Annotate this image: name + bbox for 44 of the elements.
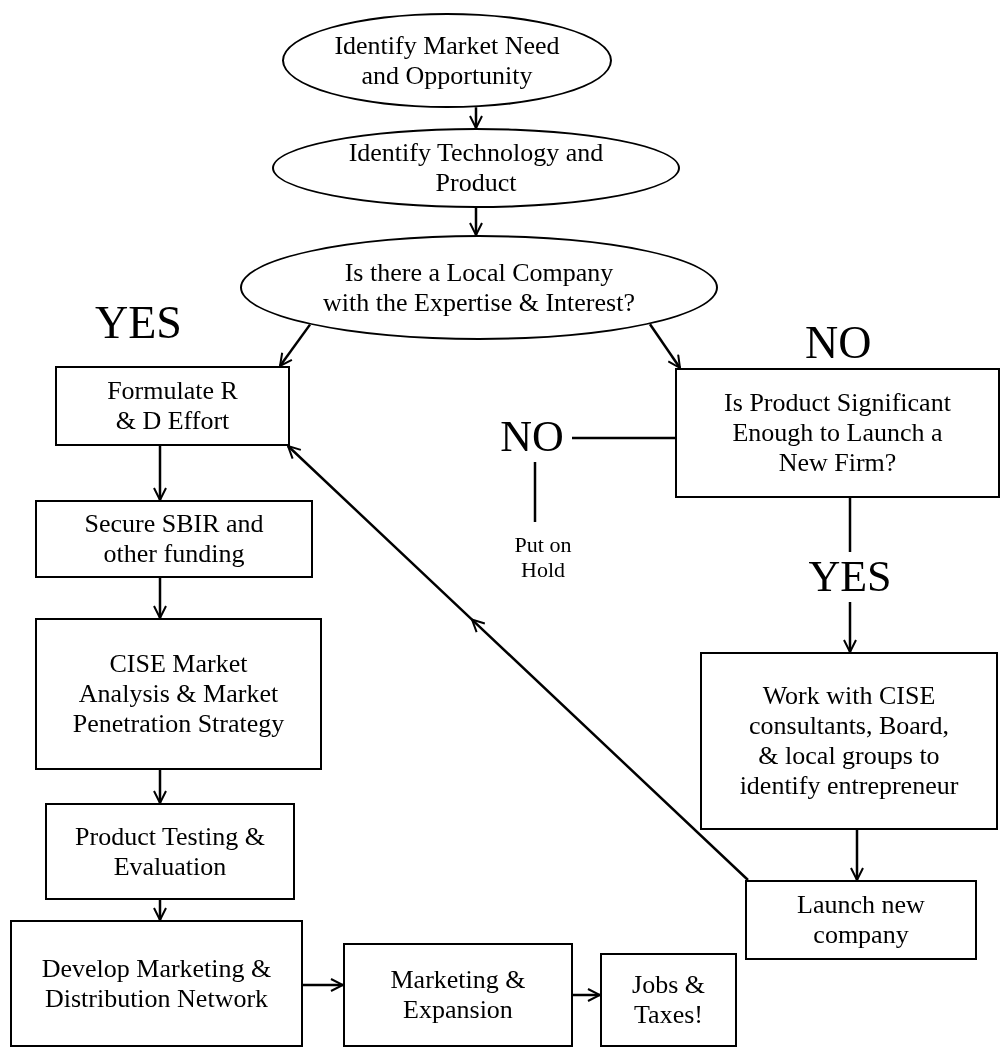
node-text: Is Product Significant Enough to Launch a New Firm? — [723, 388, 952, 478]
arrow — [279, 323, 311, 367]
arrow — [850, 830, 864, 881]
arrow — [153, 578, 167, 619]
arrow — [153, 770, 167, 804]
process-box — [10, 920, 303, 1047]
connector-line — [848, 498, 852, 552]
node-text: CISE Market Analysis & Market Penetration Strategy — [71, 649, 286, 739]
branch-label: NO — [492, 412, 572, 462]
process-box — [35, 618, 322, 770]
node-text: Work with CISE consultants, Board, & local groups to identify entrepreneur — [738, 681, 960, 801]
connector-line — [572, 436, 675, 440]
node-text: Identify Technology and Product — [347, 138, 605, 198]
process-box — [745, 880, 977, 960]
process-box — [700, 652, 998, 830]
arrow — [469, 107, 483, 129]
arrow — [843, 602, 857, 653]
arrow — [469, 208, 483, 236]
process-box — [343, 943, 573, 1047]
node-text: Develop Marketing & Distribution Network — [40, 953, 273, 1014]
process-box — [600, 953, 737, 1047]
arrow — [153, 446, 167, 501]
branch-label: YES — [95, 300, 182, 346]
branch-label: Put on Hold — [498, 522, 588, 592]
node-text: Launch new company — [796, 890, 926, 950]
node-text: Is there a Local Company with the Expertise & Interest? — [322, 257, 636, 318]
arrow — [573, 988, 601, 1002]
arrow — [153, 900, 167, 921]
node-text: Secure SBIR and other funding — [83, 509, 265, 569]
arrow — [303, 978, 344, 992]
arrow — [648, 323, 682, 369]
branch-label: YES — [800, 552, 900, 602]
process-box — [675, 368, 1000, 498]
node-text: Jobs & Taxes! — [631, 970, 706, 1030]
process-box — [45, 803, 295, 900]
branch-label: NO — [805, 320, 872, 366]
node-text: Marketing & Expansion — [389, 965, 527, 1025]
process-box — [35, 500, 313, 578]
node-text: Identify Market Need and Opportunity — [333, 30, 561, 91]
connector-line — [533, 462, 537, 522]
arrow — [287, 445, 749, 881]
node-text: Product Testing & Evaluation — [74, 821, 266, 882]
process-box — [55, 366, 290, 446]
node-text: Formulate R & D Effort — [106, 376, 239, 436]
